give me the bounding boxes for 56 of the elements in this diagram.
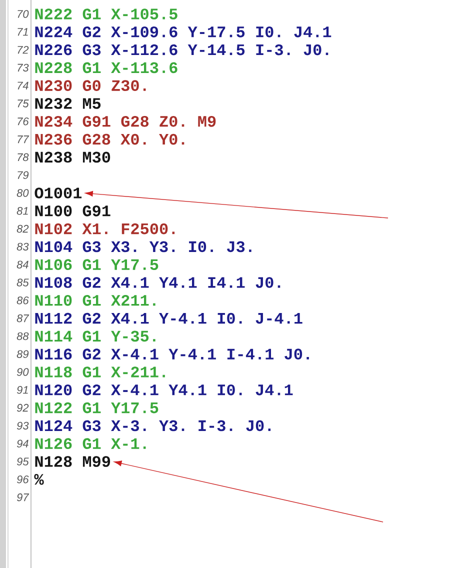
line-number: 82: [16, 224, 29, 233]
code-line: N238 M30: [35, 152, 110, 163]
line-number: 81: [16, 207, 28, 215]
code-line: N118 G1 X-211.: [35, 366, 165, 378]
line-number: 97: [16, 493, 30, 502]
line-number: 94: [16, 440, 28, 448]
line-number: 90: [16, 368, 29, 376]
line-number: 72: [18, 46, 29, 54]
code-line: N104 G3 X3. Y3. I0. J3.: [35, 241, 252, 252]
code-line: N102 X1. F2500.: [35, 223, 175, 234]
code-line: N222 G1 X-105.5: [35, 8, 178, 20]
line-number: 86: [16, 296, 29, 304]
code-line: N114 G1 Y-35.: [35, 330, 156, 342]
code-line: N108 G2 X4.1 Y4.1 I4.1 J0.: [35, 277, 280, 288]
line-number: 76: [18, 118, 29, 126]
code-line: N120 G2 X-4.1 Y4.1 I0. J4.1: [35, 384, 293, 396]
code-line: N232 M5: [35, 98, 101, 109]
line-number: 87: [16, 314, 30, 322]
code-line: O1001: [34, 188, 82, 198]
line-number: 84: [16, 260, 28, 268]
line-number: 91: [16, 386, 28, 394]
line-number: 75: [18, 100, 29, 108]
code-line: %: [34, 474, 44, 485]
code-line: N126 G1 X-1.: [35, 438, 146, 450]
code-line: N230 G0 Z30.: [35, 80, 146, 92]
code-line: N116 G2 X-4.1 Y-4.1 I-4.1 J0.: [35, 348, 309, 360]
code-line: N234 G91 G28 Z0. M9: [35, 116, 216, 127]
line-number: 96: [16, 476, 29, 484]
line-number: 79: [18, 171, 29, 179]
line-number: 89: [16, 350, 29, 358]
line-number: 83: [16, 242, 29, 251]
code-line: N122 G1 Y17.5: [35, 402, 158, 414]
code-line: N224 G2 X-109.6 Y-17.5 I0. J4.1: [35, 26, 332, 38]
code-line: N106 G1 Y17.5: [35, 259, 158, 270]
line-number: 78: [18, 153, 29, 162]
code-line: N124 G3 X-3. Y3. I-3. J0.: [35, 420, 271, 432]
code-line: N128 M99: [35, 456, 110, 467]
code-line: N110 G1 X211.: [35, 294, 156, 306]
line-number: 70: [18, 10, 29, 18]
line-number: 80: [16, 189, 29, 197]
line-number: 77: [18, 136, 30, 144]
line-number: 88: [16, 332, 29, 340]
arrow: [114, 460, 384, 522]
line-number: 74: [18, 82, 28, 90]
code-line: N100 G91: [35, 205, 110, 216]
line-number: 95: [16, 458, 29, 466]
line-number: 92: [16, 404, 29, 412]
code-line: N236 G28 X0. Y0.: [35, 134, 184, 145]
code-line: N226 G3 X-112.6 Y-14.5 I-3. J0.: [35, 44, 328, 56]
line-number: 93: [16, 422, 29, 430]
arrow: [85, 190, 388, 218]
line-number: 71: [18, 28, 28, 36]
line-number: 85: [16, 278, 29, 286]
code-line: N112 G2 X4.1 Y-4.1 I0. J-4.1: [35, 312, 302, 324]
line-number: 73: [18, 64, 29, 72]
code-line: N228 G1 X-113.6: [35, 62, 178, 74]
